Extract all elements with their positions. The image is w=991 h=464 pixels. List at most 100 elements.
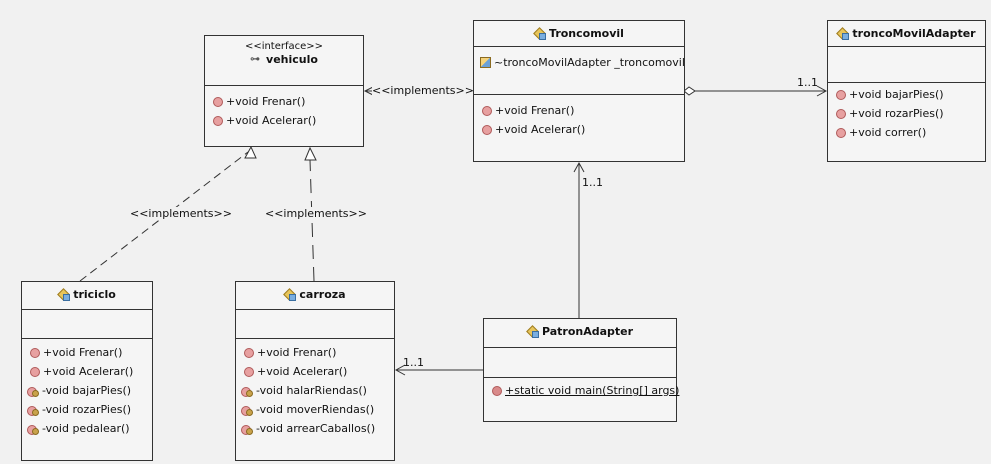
field-text: ~troncoMovilAdapter _troncomovil [494, 56, 685, 69]
class-header: troncoMovilAdapter [828, 21, 985, 47]
public-method-icon [836, 89, 846, 100]
method-text: +void Frenar() [495, 104, 575, 117]
public-method-icon [836, 108, 846, 119]
method-text: +void Acelerar() [257, 365, 348, 378]
method-row[interactable]: +void Frenar() [474, 101, 684, 120]
method-row[interactable]: +void correr() [828, 123, 985, 142]
method-text: +void Frenar() [226, 95, 306, 108]
method-text: -void rozarPies() [42, 403, 132, 416]
adapter-multiplicity-label: 1..1 [797, 76, 818, 89]
method-text: -void arrearCaballos() [256, 422, 376, 435]
class-name: PatronAdapter [541, 325, 634, 338]
method-text: +void bajarPies() [849, 88, 944, 101]
methods-section: +void Frenar() +void Acelerar() -void ha… [236, 339, 394, 438]
method-text: -void moverRiendas() [256, 403, 375, 416]
public-method-icon [482, 105, 492, 116]
class-triciclo[interactable]: triciclo +void Frenar() +void Acelerar()… [21, 281, 153, 461]
troncomovil-implements-label: <<implements>> [372, 84, 474, 97]
public-method-icon [213, 96, 223, 107]
class-name: Troncomovil [549, 27, 624, 40]
method-row[interactable]: +void bajarPies() [828, 85, 985, 104]
method-text: +void Acelerar() [495, 123, 586, 136]
methods-section: +void Frenar() +void Acelerar() -void ba… [22, 339, 152, 438]
patron-troncomovil-arrowhead [573, 161, 585, 173]
method-row[interactable]: -void bajarPies() [22, 381, 152, 400]
public-method-icon [213, 115, 223, 126]
interface-icon: ⊶ [250, 54, 261, 65]
method-row[interactable]: +void Frenar() [236, 343, 394, 362]
class-name: troncoMovilAdapter [852, 27, 976, 40]
class-icon [58, 289, 71, 301]
method-row[interactable]: +void rozarPies() [828, 104, 985, 123]
class-name: triciclo [73, 288, 116, 301]
method-row[interactable]: -void halarRiendas() [236, 381, 394, 400]
stereotype-label: <<interface>> [244, 41, 324, 52]
class-name: vehiculo [266, 53, 318, 66]
class-carroza[interactable]: carroza +void Frenar() +void Acelerar() … [235, 281, 395, 461]
class-icon [527, 326, 539, 338]
class-vehiculo[interactable]: <<interface>> ⊶ vehiculo +void Frenar() … [204, 35, 364, 147]
class-name: carroza [299, 288, 346, 301]
methods-section: +void Frenar() +void Acelerar() [474, 95, 684, 139]
method-row[interactable]: +void Acelerar() [205, 111, 363, 130]
fields-section: ~troncoMovilAdapter _troncomovil [474, 47, 685, 95]
field-icon [480, 57, 491, 68]
method-row[interactable]: +void Frenar() [22, 343, 152, 362]
fields-section [236, 310, 394, 339]
method-text: -void bajarPies() [42, 384, 132, 397]
class-icon [837, 28, 850, 40]
fields-section [484, 348, 676, 378]
public-method-icon [244, 347, 254, 358]
patron-troncomovil-multiplicity-label: 1..1 [582, 176, 603, 189]
method-row[interactable]: +void Acelerar() [474, 120, 684, 139]
private-method-icon [241, 386, 253, 397]
triciclo-implements-arrowhead [244, 145, 257, 159]
private-method-icon [241, 424, 253, 435]
method-text: +void Acelerar() [226, 114, 317, 127]
method-text: +void Frenar() [43, 346, 123, 359]
method-row[interactable]: +void Acelerar() [236, 362, 394, 381]
private-method-icon [27, 424, 39, 435]
field-row[interactable]: ~troncoMovilAdapter _troncomovil [474, 53, 685, 72]
class-icon [284, 289, 297, 301]
fields-section [22, 310, 152, 339]
methods-section: +void Frenar() +void Acelerar() [205, 86, 363, 130]
aggregation-diamond [683, 86, 696, 96]
private-method-icon [27, 405, 39, 416]
method-row[interactable]: -void pedalear() [22, 419, 152, 438]
method-row[interactable]: +void Acelerar() [22, 362, 152, 381]
method-text: +void rozarPies() [849, 107, 944, 120]
class-title: carroza [284, 288, 346, 301]
class-troncomoviladapter[interactable]: troncoMovilAdapter +void bajarPies() +vo… [827, 20, 986, 162]
static-method-icon [492, 385, 502, 396]
method-row[interactable]: -void moverRiendas() [236, 400, 394, 419]
class-troncomovil[interactable]: Troncomovil ~troncoMovilAdapter _troncom… [473, 20, 685, 162]
method-text: +void Acelerar() [43, 365, 134, 378]
class-title: ⊶ vehiculo [250, 53, 318, 66]
method-row[interactable]: +void Frenar() [205, 92, 363, 111]
method-row[interactable]: -void arrearCaballos() [236, 419, 394, 438]
method-text: -void pedalear() [42, 422, 130, 435]
methods-section: +void bajarPies() +void rozarPies() +voi… [828, 83, 985, 142]
troncomovil-implements-arrowhead [363, 85, 376, 97]
class-title: triciclo [58, 288, 116, 301]
method-row[interactable]: +static void main(String[] args) [484, 381, 679, 400]
class-title: PatronAdapter [527, 325, 633, 338]
method-text: -void halarRiendas() [256, 384, 367, 397]
fields-section [828, 47, 985, 83]
public-method-icon [30, 366, 40, 377]
class-patronadapter[interactable]: PatronAdapter +static void main(String[]… [483, 318, 679, 422]
class-header: triciclo [22, 282, 152, 310]
class-header: carroza [236, 282, 394, 310]
class-title: Troncomovil [534, 27, 624, 40]
method-text: +void Frenar() [257, 346, 337, 359]
class-header: PatronAdapter [484, 319, 676, 348]
method-row[interactable]: -void rozarPies() [22, 400, 152, 419]
class-title: troncoMovilAdapter [837, 27, 976, 40]
carroza-implements-arrowhead [304, 146, 317, 161]
patron-carroza-multiplicity-label: 1..1 [403, 356, 424, 369]
class-header: Troncomovil [474, 21, 684, 47]
public-method-icon [244, 366, 254, 377]
triciclo-implements-label: <<implements>> [130, 207, 232, 220]
public-method-icon [482, 124, 492, 135]
